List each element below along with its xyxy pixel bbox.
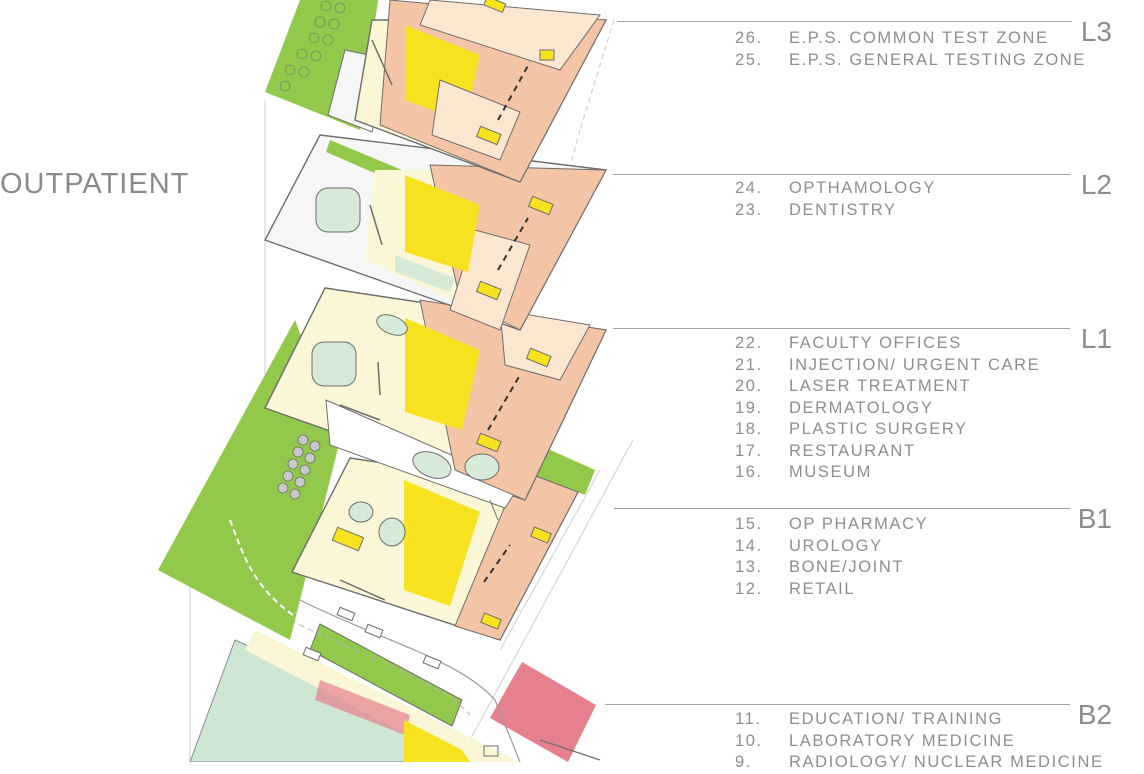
room-number: 25. [735, 50, 763, 69]
room-name: LASER TREATMENT [789, 377, 971, 395]
list-item: 17. RESTAURANT [735, 441, 1040, 463]
list-item: 9. RADIOLOGY/ NUCLEAR MEDICINE [735, 752, 1104, 774]
list-item: 10. LABORATORY MEDICINE [735, 731, 1104, 753]
room-number: 15. [735, 515, 763, 533]
room-name: PLASTIC SURGERY [789, 420, 968, 438]
level-rule-l1 [613, 328, 1070, 329]
b2-floor-plan [189, 599, 601, 762]
list-item: 20. LASER TREATMENT [735, 376, 1040, 398]
room-name: DERMATOLOGY [789, 398, 934, 417]
room-number: 22. [735, 334, 763, 352]
list-item: 25. E.P.S. GENERAL TESTING ZONE [735, 50, 1086, 72]
list-item: 13. BONE/JOINT [735, 557, 928, 579]
room-name: UROLOGY [789, 536, 883, 555]
room-list-b2: 11. EDUCATION/ TRAINING 10. LABORATORY MED… [735, 709, 1104, 774]
room-number: 21. [735, 355, 763, 374]
section-title: OUTPATIENT [0, 168, 190, 200]
list-item: 11. EDUCATION/ TRAINING [735, 709, 1104, 731]
room-name: RADIOLOGY/ NUCLEAR MEDICINE [789, 753, 1104, 771]
room-name: OPTHAMOLOGY [789, 179, 936, 197]
room-name: RETAIL [789, 579, 856, 598]
room-name: OP PHARMACY [789, 515, 929, 533]
level-label-l2: L2 [1080, 169, 1112, 200]
list-item: 23. DENTISTRY [735, 200, 936, 222]
room-name: DENTISTRY [789, 200, 897, 219]
level-label-b1: B1 [1077, 503, 1112, 534]
list-item: 14. UROLOGY [735, 536, 928, 558]
level-rule-l2 [613, 174, 1070, 175]
level-label-b2: B2 [1077, 699, 1112, 730]
level-rule-b2 [605, 704, 1070, 705]
room-number: 14. [735, 536, 763, 555]
level-rule-b1 [614, 508, 1070, 509]
list-item: 15. OP PHARMACY [735, 514, 928, 536]
room-list-l3: 26. E.P.S. COMMON TEST ZONE 25. E.P.S. GEN… [735, 28, 1086, 71]
room-name: MUSEUM [789, 463, 872, 481]
l2-floor-plan [264, 134, 608, 331]
list-item: 26. E.P.S. COMMON TEST ZONE [735, 28, 1086, 50]
room-name: INJECTION/ URGENT CARE [789, 355, 1041, 374]
level-label-l1: L1 [1080, 323, 1112, 354]
list-item: 21. INJECTION/ URGENT CARE [735, 355, 1040, 377]
room-number: 20. [735, 377, 763, 395]
list-item: 22. FACULTY OFFICES [735, 333, 1040, 355]
room-number: 12. [735, 579, 763, 598]
room-list-b1: 15.OP PHARMACY 14.UROLOGY 13.BONE/JOINT … [735, 514, 928, 600]
room-name: EDUCATION/ TRAINING [789, 710, 1004, 728]
room-number: 13. [735, 558, 763, 576]
room-number: 10. [735, 731, 763, 750]
room-name: RESTAURANT [789, 441, 916, 460]
room-number: 11. [735, 710, 762, 728]
room-name: LABORATORY MEDICINE [789, 731, 1016, 750]
list-item: 18. PLASTIC SURGERY [735, 419, 1040, 441]
room-number: 24. [735, 179, 763, 197]
room-name: FACULTY OFFICES [789, 334, 962, 352]
list-item: 12. RETAIL [735, 579, 928, 601]
room-number: 18. [735, 420, 763, 438]
list-item: 16. MUSEUM [735, 462, 1040, 484]
room-number: 23. [735, 200, 763, 219]
room-number: 16. [735, 463, 763, 481]
room-name: E.P.S. COMMON TEST ZONE [789, 29, 1049, 47]
room-name: BONE/JOINT [789, 558, 905, 576]
room-number: 17. [735, 441, 763, 460]
l1-floor-plan [264, 287, 608, 521]
room-number: 9. [735, 753, 752, 771]
room-list-l2: 24. OPTHAMOLOGY 23. DENTISTRY [735, 178, 936, 221]
level-label-l3: L3 [1080, 16, 1112, 47]
room-number: 19. [735, 398, 763, 417]
level-rule-l3 [617, 21, 1072, 22]
room-number: 26. [735, 29, 763, 47]
l3-floor-plan [265, 0, 608, 183]
room-list-l1: 22. FACULTY OFFICES 21. INJECTION/ URGENT … [735, 333, 1040, 484]
list-item: 24. OPTHAMOLOGY [735, 178, 936, 200]
list-item: 19. DERMATOLOGY [735, 398, 1040, 420]
room-name: E.P.S. GENERAL TESTING ZONE [789, 50, 1086, 69]
